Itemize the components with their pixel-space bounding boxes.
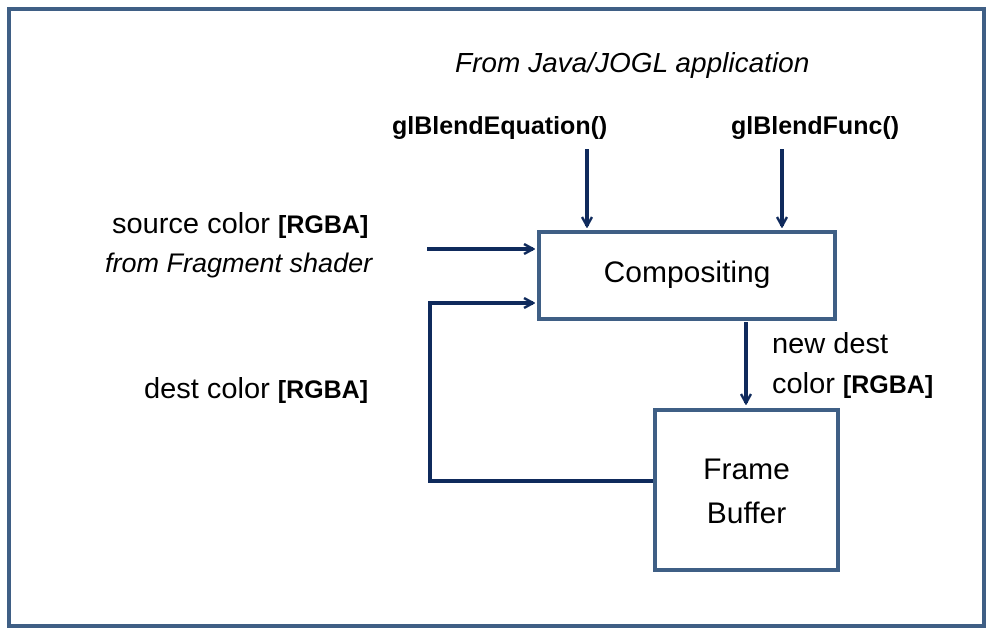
source-color-text: source color: [112, 208, 270, 240]
blend-equation-label: glBlendEquation(): [392, 112, 608, 140]
compositing-label: Compositing: [603, 256, 771, 289]
framebuffer-line2: Buffer: [706, 497, 787, 530]
new-dest-color-text: color: [772, 368, 835, 400]
new-dest-format: [RGBA]: [842, 371, 934, 399]
framebuffer-line1: Frame: [703, 453, 790, 486]
outer-frame: [7, 7, 986, 628]
header-label: From Java/JOGL application: [455, 47, 810, 78]
blend-func-label: glBlendFunc(): [731, 112, 900, 140]
dest-color-text: dest color: [144, 373, 270, 405]
new-dest-line1: new dest: [772, 328, 889, 360]
source-color-label: source color [RGBA]: [112, 208, 368, 241]
framebuffer-label: Frame Buffer: [657, 448, 836, 536]
source-color-format: [RGBA]: [278, 211, 369, 239]
dest-color-label: dest color [RGBA]: [144, 373, 368, 406]
dest-color-format: [RGBA]: [277, 376, 369, 404]
new-dest-line2: color [RGBA]: [772, 368, 933, 401]
dest-color-loop-arrow: [428, 303, 653, 483]
source-origin-label: from Fragment shader: [105, 248, 373, 278]
compositing-box: [537, 230, 837, 321]
framebuffer-box: [653, 408, 840, 572]
